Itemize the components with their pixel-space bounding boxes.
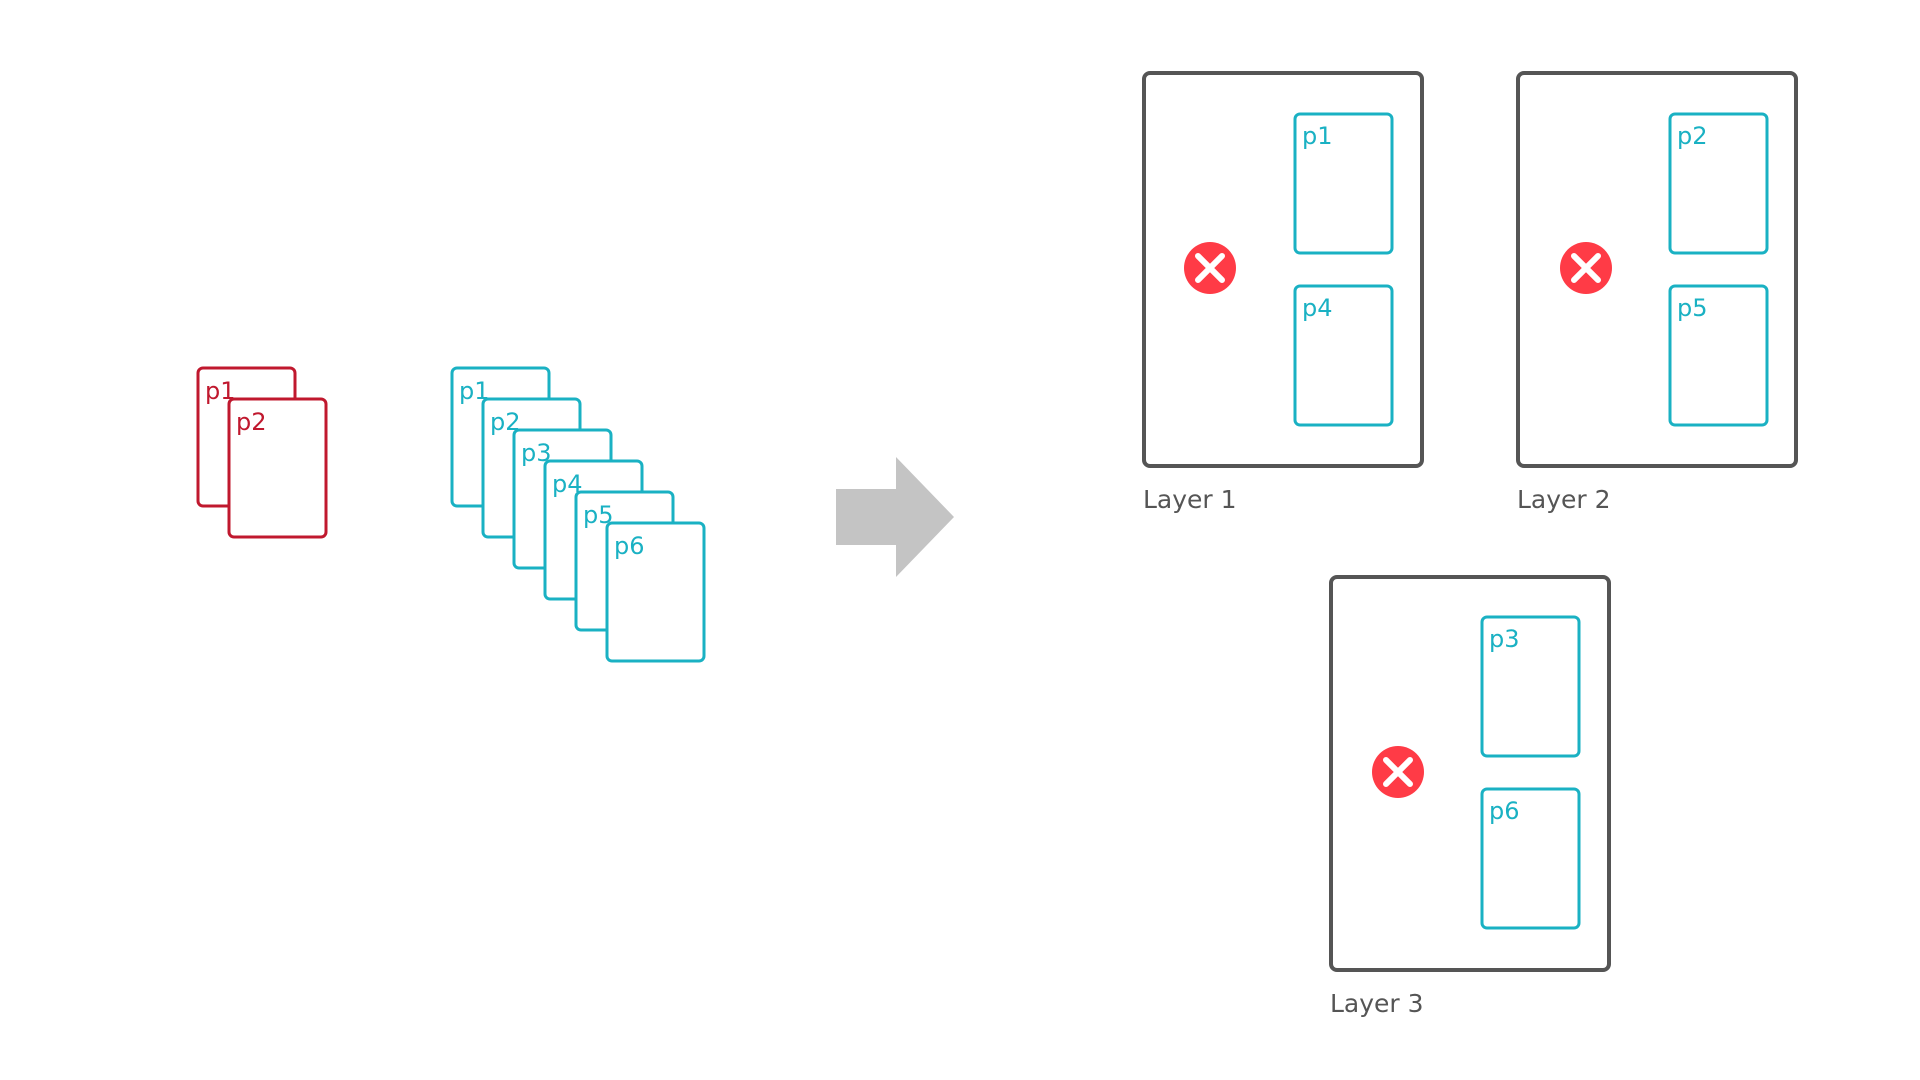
- layer-label: Layer 3: [1330, 989, 1424, 1018]
- layer-card: p5: [1668, 284, 1769, 427]
- error-x-icon: [1372, 746, 1424, 798]
- layer-label: Layer 1: [1143, 485, 1237, 514]
- arrow-right-icon: [836, 457, 954, 577]
- teal-card-stack: p1 p2 p3 p4 p5 p6: [450, 366, 706, 663]
- layer-panel: p2 p5 Layer 2: [1516, 71, 1798, 514]
- red-card: p2: [227, 397, 328, 539]
- layer-panel: p3 p6 Layer 3: [1329, 575, 1611, 1018]
- layer-panel: p1 p4 Layer 1: [1142, 71, 1424, 514]
- layer-label: Layer 2: [1517, 485, 1611, 514]
- card-label: p3: [1489, 625, 1520, 653]
- card-label: p4: [1302, 294, 1333, 322]
- error-x-icon: [1560, 242, 1612, 294]
- layer-card: p4: [1293, 284, 1394, 427]
- card-label: p6: [1489, 797, 1520, 825]
- card-label: p1: [1302, 122, 1333, 150]
- card-label: p2: [1677, 122, 1708, 150]
- layer-card: p6: [1480, 787, 1581, 930]
- layer-card: p3: [1480, 615, 1581, 758]
- error-x-icon: [1184, 242, 1236, 294]
- layer-card: p2: [1668, 112, 1769, 255]
- card-label: p2: [236, 408, 267, 436]
- card-label: p6: [614, 532, 645, 560]
- card-label: p5: [1677, 294, 1708, 322]
- red-card-stack: p1 p2: [196, 366, 328, 539]
- teal-card: p6: [605, 521, 706, 663]
- layer-card: p1: [1293, 112, 1394, 255]
